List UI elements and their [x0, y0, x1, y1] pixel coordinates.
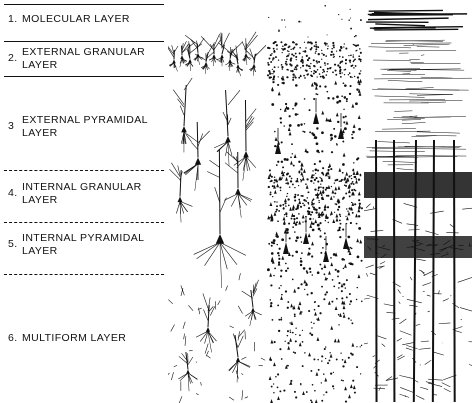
layer-3-name: EXTERNAL PYRAMIDAL: [22, 114, 148, 126]
layer-3-number: 3: [8, 120, 15, 132]
layer-6-name: MULTIFORM LAYER: [22, 332, 127, 344]
layer-4-name: INTERNAL GRANULAR: [22, 181, 142, 193]
layer-6-label: 6. MULTIFORM LAYER: [8, 332, 126, 345]
layer-1-label: 1. MOLECULAR LAYER: [8, 13, 130, 26]
separator-top: [4, 4, 164, 5]
layer-1-number: 1.: [8, 13, 18, 25]
layer-4-number: 4.: [8, 187, 18, 199]
layer-6-number: 6.: [8, 332, 18, 344]
separator-1-2: [4, 41, 164, 42]
separator-3-4: [4, 170, 164, 171]
layer-5-name: INTERNAL PYRAMIDAL: [22, 232, 145, 244]
layer-2-name: EXTERNAL GRANULAR: [22, 46, 146, 58]
nissl-cell-bodies-drawing: [266, 4, 364, 403]
layer-1-name: MOLECULAR LAYER: [22, 13, 130, 25]
cortex-illustration: [168, 0, 472, 403]
layer-5-name-line2: LAYER: [22, 245, 58, 257]
golgi-stain-panel: [168, 0, 266, 403]
separator-4-5: [4, 222, 164, 223]
layer-3-name-line2: LAYER: [22, 127, 58, 139]
separator-5-6: [4, 274, 164, 275]
layer-5-number: 5.: [8, 238, 18, 250]
myelinated-fibers-drawing: [364, 9, 472, 403]
separator-2-3: [4, 76, 164, 77]
layer-4-name-line2: LAYER: [22, 194, 58, 206]
golgi-neurons-drawing: [168, 31, 266, 403]
weigert-stain-panel: [364, 0, 472, 403]
layer-2-name-line2: LAYER: [22, 59, 58, 71]
nissl-stain-panel: [266, 0, 364, 403]
layer-2-number: 2.: [8, 52, 18, 64]
